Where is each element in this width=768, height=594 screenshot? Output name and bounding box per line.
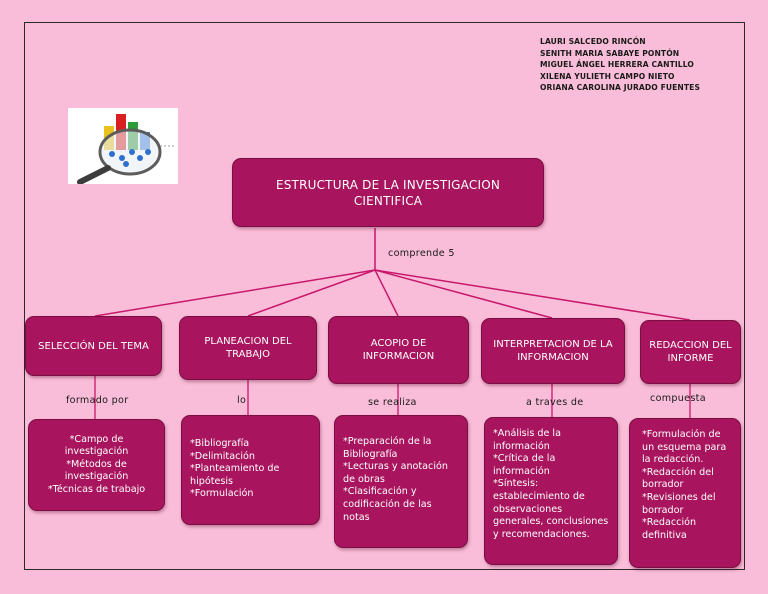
branch-line-4 xyxy=(374,269,553,319)
branch-line-2 xyxy=(247,269,376,317)
connector-label-seleccion: formado por xyxy=(66,395,129,406)
author-name: LAURI SALCEDO RINCÓN xyxy=(540,37,646,46)
detail-box-interpretacion: *Análisis de la información *Crítica de … xyxy=(484,417,618,565)
category-box-planeacion: PLANEACION DEL TRABAJO xyxy=(179,316,317,380)
main-topic-box: ESTRUCTURA DE LA INVESTIGACION CIENTIFIC… xyxy=(232,158,544,227)
author-name: MIGUEL ÁNGEL HERRERA CANTILLO xyxy=(540,60,694,69)
branch-line-5 xyxy=(374,269,691,321)
detail-box-seleccion: *Campo de investigación *Métodos de inve… xyxy=(28,419,165,511)
category-title: PLANEACION DEL TRABAJO xyxy=(204,336,292,360)
category-title: INTERPRETACION DE LA INFORMACION xyxy=(493,339,613,363)
author-name: XILENA YULIETH CAMPO NIETO xyxy=(540,71,675,81)
category-box-seleccion: SELECCIÓN DEL TEMA xyxy=(25,316,162,376)
author-name: SENITH MARIA SABAYE PONTÓN xyxy=(540,48,680,58)
connector-label-interpretacion: a traves de xyxy=(526,397,584,408)
detail-text: *Formulación de un esquema para la redac… xyxy=(642,429,727,541)
detail-box-planeacion: *Bibliografía *Delimitación *Planteamien… xyxy=(181,415,320,525)
detail-text: *Análisis de la información *Crítica de … xyxy=(493,428,609,540)
author-list: LAURI SALCEDO RINCÓN SENITH MARIA SABAYE… xyxy=(540,36,700,94)
category-title: SELECCIÓN DEL TEMA xyxy=(38,340,149,352)
detail-text: *Preparación de la Bibliografía *Lectura… xyxy=(343,436,448,523)
category-box-redaccion: REDACCION DEL INFORME xyxy=(640,320,741,384)
main-title: ESTRUCTURA DE LA INVESTIGACION CIENTIFIC… xyxy=(275,177,501,208)
main-connector-label: comprende 5 xyxy=(388,248,455,259)
diagram-frame xyxy=(24,22,745,570)
connector-label-planeacion: lo xyxy=(237,395,247,406)
category-box-interpretacion: INTERPRETACION DE LA INFORMACION xyxy=(481,318,625,384)
category-title: REDACCION DEL INFORME xyxy=(649,340,732,364)
detail-text: *Bibliografía *Delimitación *Planteamien… xyxy=(190,438,280,500)
detail-box-acopio: *Preparación de la Bibliografía *Lectura… xyxy=(334,415,468,548)
author-name: ORIANA CAROLINA JURADO FUENTES xyxy=(540,83,701,92)
connector-label-acopio: se realiza xyxy=(368,397,417,408)
connector-label-redaccion: compuesta xyxy=(650,393,706,404)
detail-box-redaccion: *Formulación de un esquema para la redac… xyxy=(629,418,741,568)
magnifying-glass-bar-chart-icon xyxy=(68,108,178,185)
branch-line-1 xyxy=(94,269,376,317)
category-title: ACOPIO DE INFORMACION xyxy=(362,338,435,362)
branch-line-3 xyxy=(374,269,399,317)
detail-text: *Campo de investigación *Métodos de inve… xyxy=(47,433,146,495)
category-box-acopio: ACOPIO DE INFORMACION xyxy=(328,316,469,384)
